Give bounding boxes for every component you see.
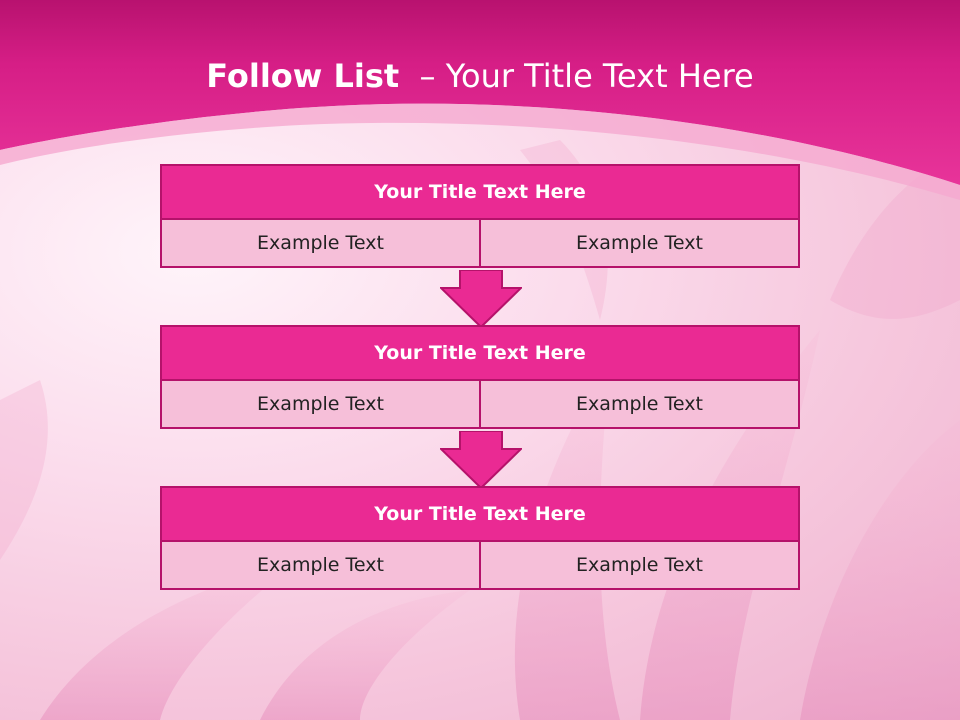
step-row-1: Your Title Text Here Example Text Exampl… bbox=[160, 164, 800, 268]
step-row-3: Your Title Text Here Example Text Exampl… bbox=[160, 486, 800, 590]
step-title: Your Title Text Here bbox=[160, 325, 800, 381]
step-cell-right: Example Text bbox=[479, 218, 800, 268]
title-bold: Follow List bbox=[206, 57, 400, 95]
header-swoosh bbox=[0, 103, 960, 200]
step-cell-right: Example Text bbox=[479, 540, 800, 590]
down-arrow-icon bbox=[440, 270, 522, 328]
slide-title: Follow List – Your Title Text Here bbox=[0, 56, 960, 96]
header-band bbox=[0, 0, 960, 185]
step-row-2: Your Title Text Here Example Text Exampl… bbox=[160, 325, 800, 429]
step-cell-left: Example Text bbox=[160, 540, 481, 590]
title-rest: – Your Title Text Here bbox=[399, 57, 754, 95]
down-arrow-icon bbox=[440, 431, 522, 489]
step-cell-right: Example Text bbox=[479, 379, 800, 429]
step-cell-left: Example Text bbox=[160, 379, 481, 429]
step-cell-left: Example Text bbox=[160, 218, 481, 268]
step-title: Your Title Text Here bbox=[160, 486, 800, 542]
step-title: Your Title Text Here bbox=[160, 164, 800, 220]
